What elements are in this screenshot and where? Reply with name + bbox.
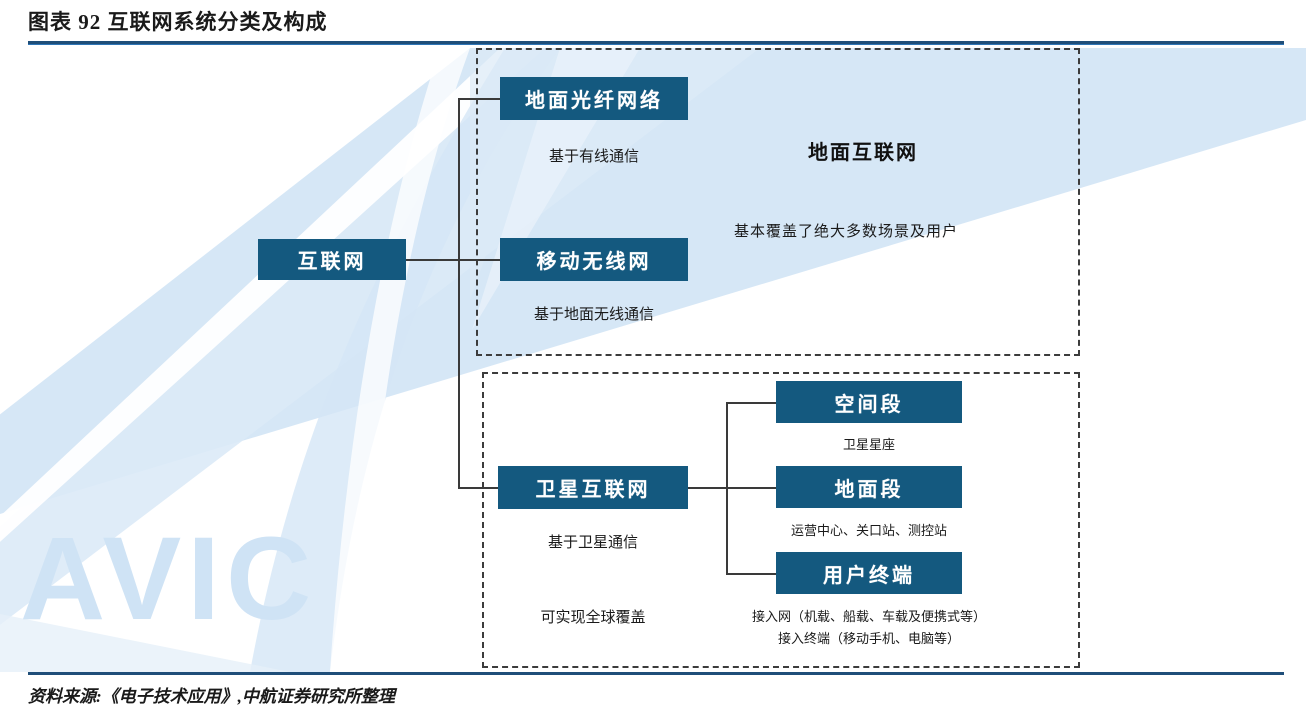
region-terrestrial-internet: [476, 48, 1080, 356]
node-ground-segment[interactable]: 地面段: [776, 466, 962, 508]
caption-space-segment: 卫星星座: [842, 437, 895, 452]
connector-branch-fiber: [458, 98, 502, 100]
connector-main-trunk: [458, 98, 460, 488]
connector-branch-satellite: [458, 487, 502, 489]
region-subtitle-terrestrial-internet: 基本覆盖了绝大多数场景及用户: [734, 224, 959, 240]
connector-segment-terminal: [726, 573, 778, 575]
title-rule-accent: [28, 44, 1284, 45]
connector-segment-space: [726, 402, 778, 404]
page-title: 图表 92 互联网系统分类及构成: [28, 10, 328, 34]
caption-user-terminal-access-device: 接入终端（移动手机、电脑等）: [777, 631, 960, 646]
footer-rule: [28, 672, 1284, 675]
node-terrestrial-fiber-network[interactable]: 地面光纤网络: [500, 77, 688, 120]
node-space-segment[interactable]: 空间段: [776, 381, 962, 423]
source-note: 资料来源:《电子技术应用》,中航证券研究所整理: [28, 687, 395, 706]
avic-watermark: AVIC: [20, 513, 318, 645]
caption-satellite-internet-coverage: 可实现全球覆盖: [540, 610, 646, 626]
node-mobile-wireless-network[interactable]: 移动无线网: [500, 238, 688, 281]
node-user-terminal[interactable]: 用户终端: [776, 552, 962, 594]
title-rule: [28, 41, 1284, 44]
caption-terrestrial-fiber-network: 基于有线通信: [548, 149, 639, 165]
caption-ground-segment: 运营中心、关口站、测控站: [790, 523, 947, 538]
caption-user-terminal-access-network: 接入网（机载、船载、车载及便携式等）: [751, 609, 986, 624]
connector-segment-ground: [726, 487, 778, 489]
region-title-terrestrial-internet: 地面互联网: [808, 142, 918, 164]
caption-satellite-internet-basis: 基于卫星通信: [547, 535, 638, 551]
connector-root-stub: [406, 259, 459, 261]
node-internet-root[interactable]: 互联网: [258, 239, 406, 280]
node-satellite-internet[interactable]: 卫星互联网: [498, 466, 688, 509]
connector-branch-wireless: [458, 259, 502, 261]
region-satellite-internet: [482, 372, 1080, 668]
caption-mobile-wireless-network: 基于地面无线通信: [533, 307, 654, 323]
